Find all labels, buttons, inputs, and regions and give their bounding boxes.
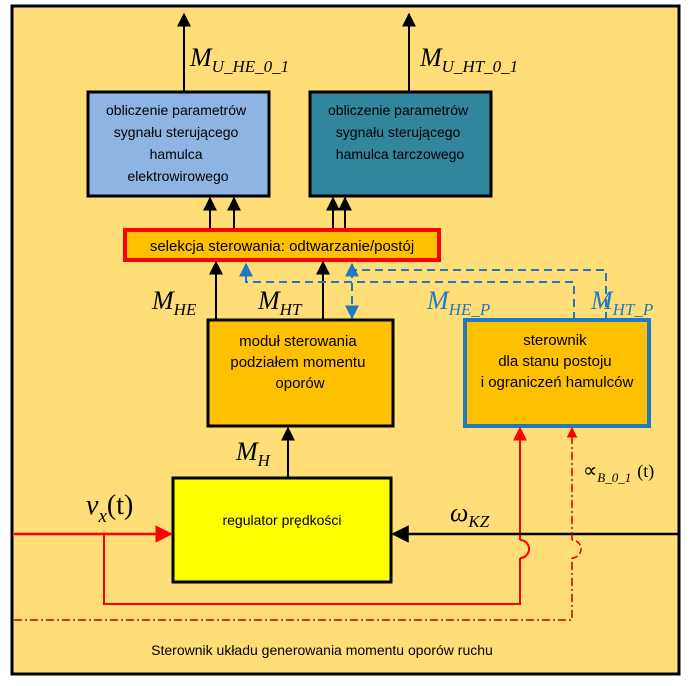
standstill-controller-box (463, 318, 651, 428)
electro-brake-box (86, 90, 271, 198)
vx-feedback-line (103, 534, 521, 605)
torque-split-module-text: moduł sterowania podziałem momentu oporó… (230, 333, 369, 392)
label-omega: ωKZ (450, 498, 490, 531)
speed-regulator-box (171, 476, 393, 584)
electro-brake-box-text: obliczenie parametrów sygnału sterująceg… (106, 102, 250, 184)
speed-regulator-label: regulator prędkości (222, 512, 341, 528)
alpha-jump-arc (571, 539, 582, 559)
label-m-he-p: MHE_P (426, 286, 490, 319)
torque-split-module-box (206, 318, 395, 428)
alpha-signal-line (14, 558, 573, 621)
label-m-ht: MHT (257, 286, 303, 319)
label-vx: vx(t) (86, 490, 133, 527)
diagram-caption: Sterownik układu generowania momentu opo… (151, 642, 493, 658)
standstill-controller-text: sterownik dla stanu postoju i ograniczeń… (481, 332, 634, 391)
disc-brake-box (308, 90, 493, 198)
label-m-ht-p: MHT_P (590, 286, 653, 319)
selection-box-label: selekcja sterowania: odtwarzanie/postój (150, 238, 414, 255)
label-mu-ht: MU_HT_0_1 (419, 43, 518, 76)
selection-box (123, 228, 441, 262)
label-alpha: ∝B_0_1(t) (583, 460, 654, 485)
disc-brake-box-text: obliczenie parametrów sygnału sterująceg… (328, 102, 472, 162)
label-m-h: MH (235, 437, 272, 470)
vx-jump-arc (519, 539, 530, 559)
label-m-he: MHE (151, 286, 197, 319)
label-mu-he: MU_HE_0_1 (189, 43, 289, 76)
